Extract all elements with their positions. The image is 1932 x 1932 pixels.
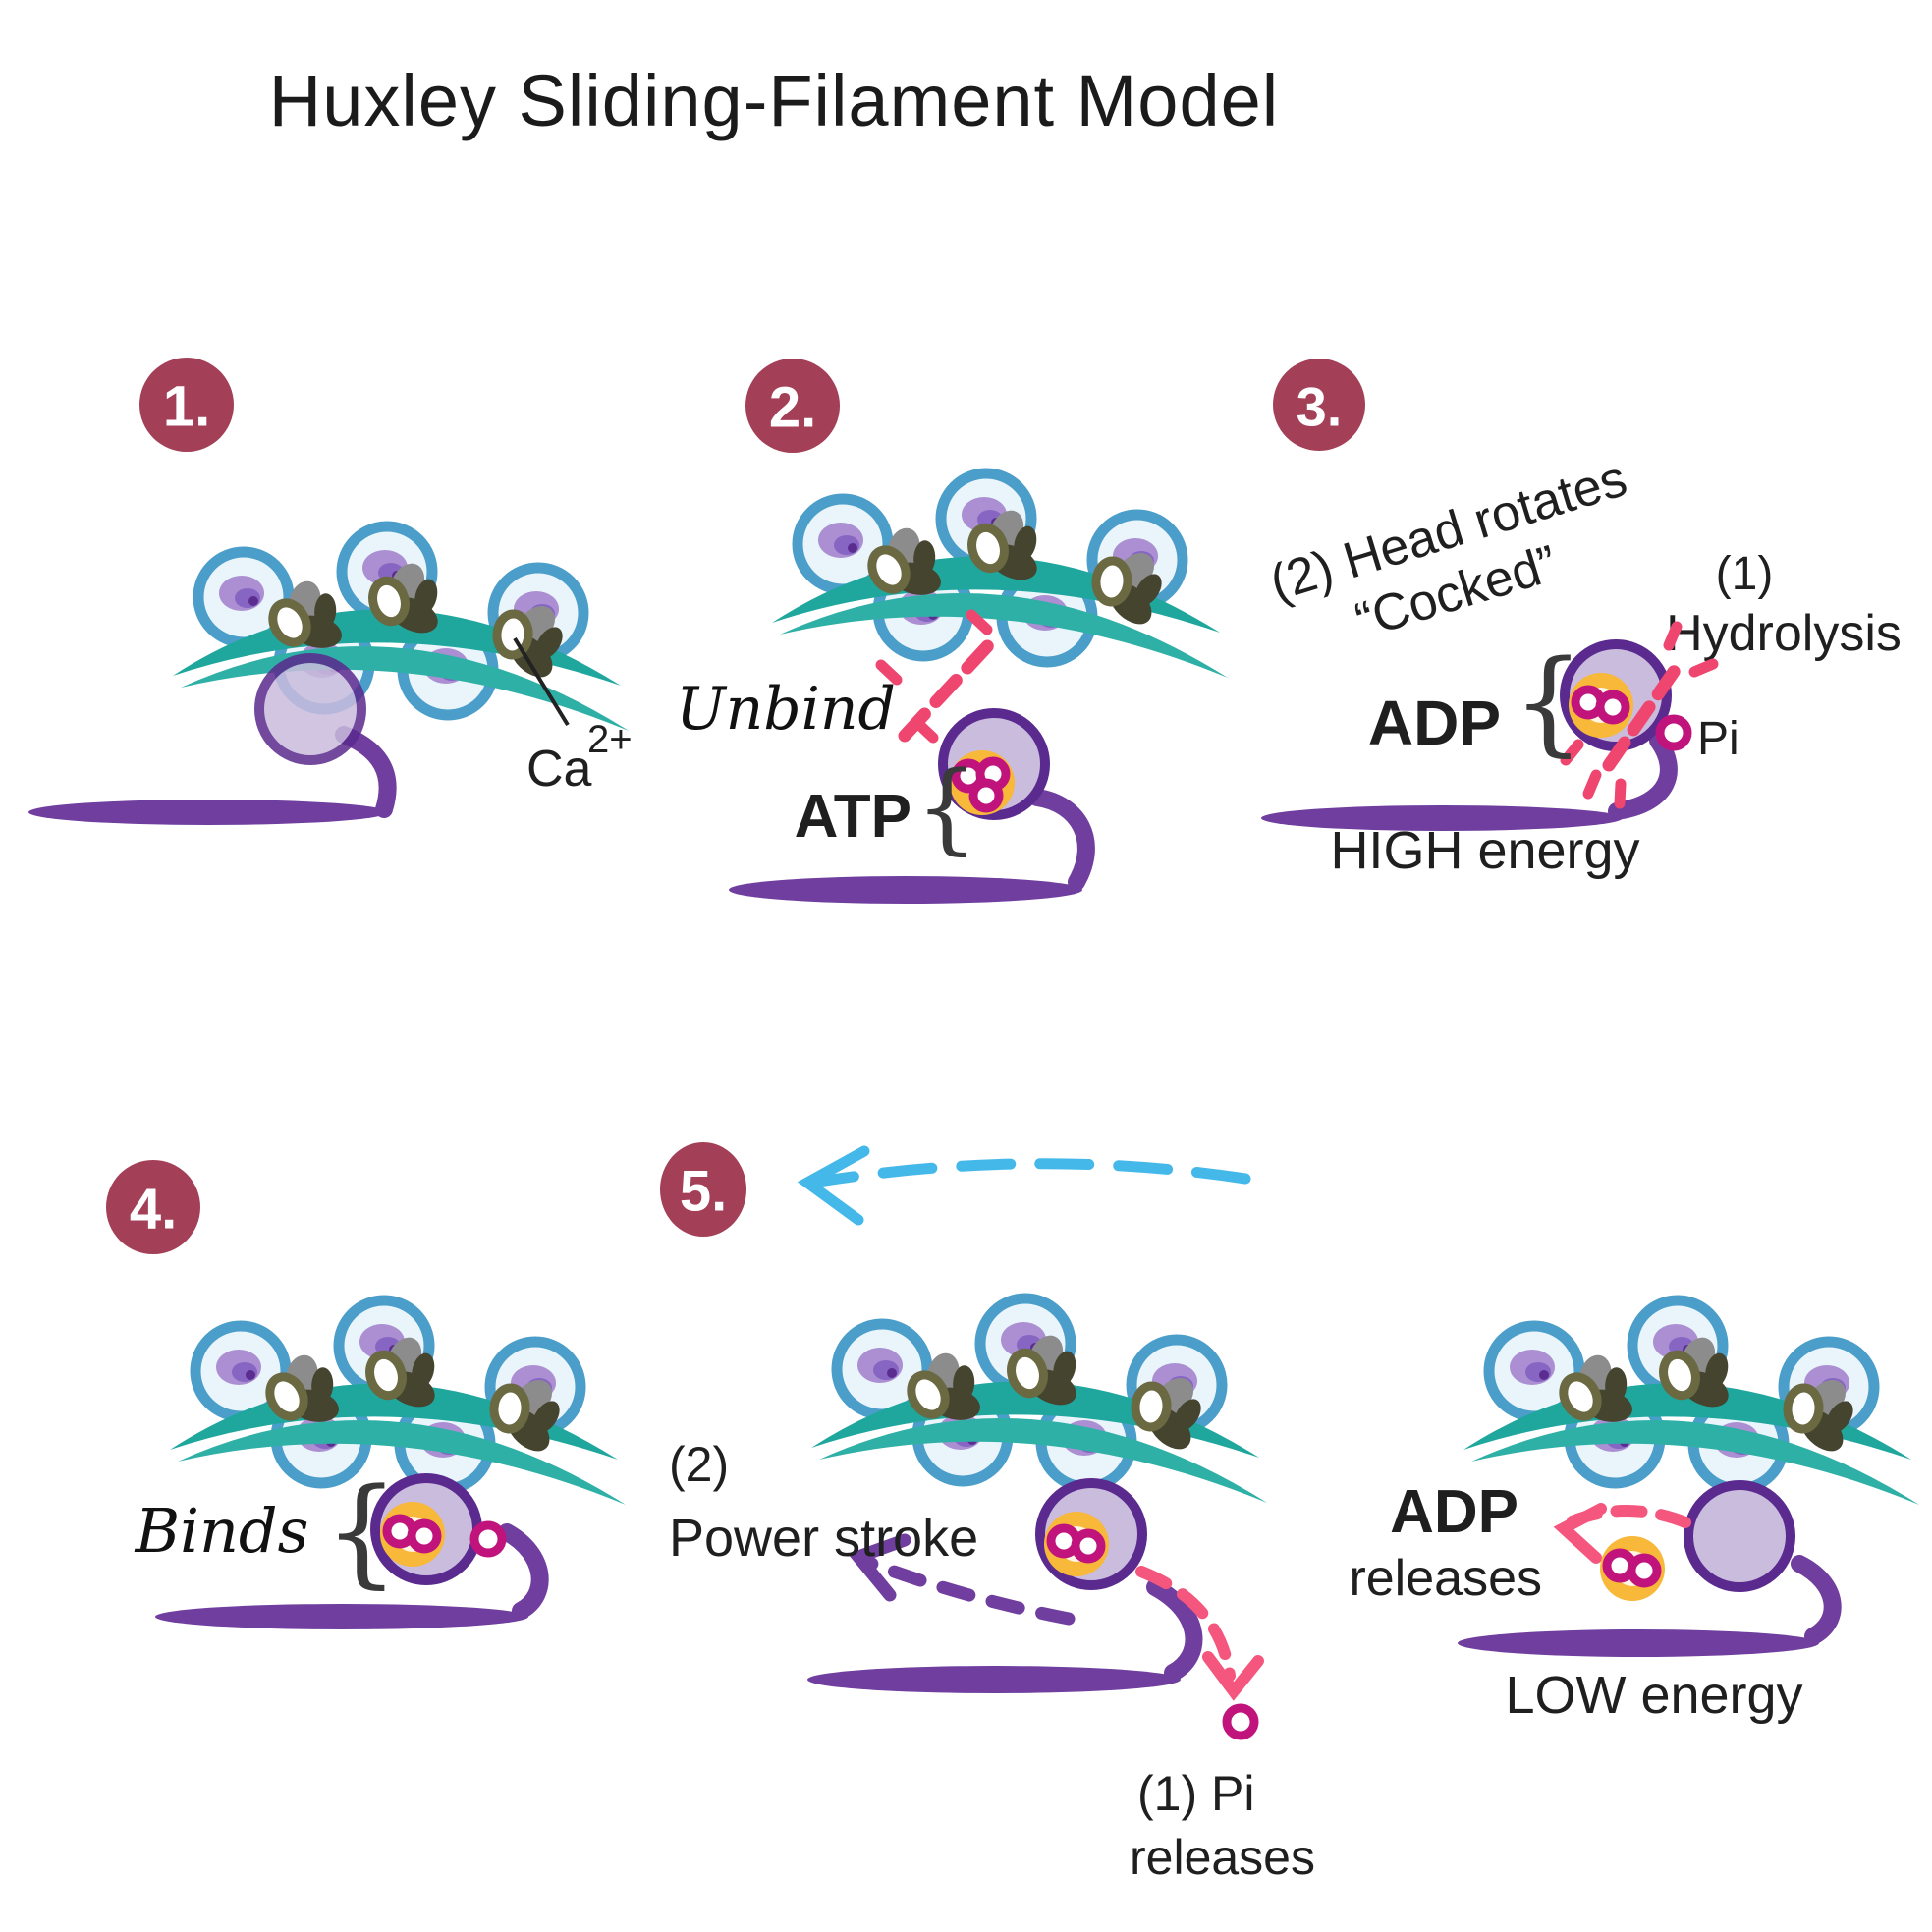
ca-label: Ca	[526, 741, 592, 798]
myosin-head-bound	[259, 658, 361, 760]
low-energy-label: LOW energy	[1505, 1666, 1802, 1725]
step2-panel: 2. Unbind ATP {	[676, 359, 1228, 904]
step3-panel: 3. (2) Head rotates “Cocked” (1) Hydroly…	[1261, 359, 1902, 880]
step3-badge-number: 3.	[1297, 376, 1343, 438]
step4-panel: 4. Binds {	[106, 1160, 626, 1629]
hydrolysis-number: (1)	[1716, 548, 1774, 600]
pi-ring-icon	[1660, 719, 1687, 746]
hydrolysis-label: Hydrolysis	[1666, 605, 1902, 662]
pi-releases-line2: releases	[1130, 1830, 1315, 1885]
pi-ring-icon	[474, 1525, 502, 1553]
pi-label: Pi	[1697, 713, 1739, 765]
head-rotates-label-group: (2) Head rotates “Cocked”	[1264, 450, 1633, 650]
released-adp-icon	[1600, 1536, 1665, 1601]
step5-badge-number: 5.	[680, 1160, 727, 1224]
thick-filament	[807, 1666, 1181, 1693]
actin-filament	[1463, 1300, 1919, 1505]
adp-releases-label: ADP	[1390, 1478, 1518, 1546]
thick-filament	[28, 800, 388, 825]
thick-filament	[1458, 1629, 1819, 1657]
power-stroke-number: (2)	[669, 1437, 729, 1492]
pi-release-arrow-icon	[1135, 1566, 1264, 1701]
page-title: Huxley Sliding-Filament Model	[269, 60, 1279, 141]
myosin-neck	[1791, 1555, 1842, 1645]
step2-badge-number: 2.	[769, 376, 816, 440]
thick-filament	[1261, 805, 1623, 831]
myosin-head-bound	[1040, 1483, 1142, 1585]
step4-badge-number: 4.	[130, 1178, 177, 1242]
step5-badge: 5.	[660, 1142, 746, 1237]
pi-releases-line1: (1) Pi	[1137, 1766, 1254, 1821]
high-energy-label: HIGH energy	[1330, 821, 1639, 880]
step4-badge: 4.	[106, 1160, 200, 1254]
adp-molecule-icon	[1044, 1512, 1109, 1576]
actin-filament	[173, 526, 629, 731]
step6-panel: ADP releases LOW energy	[1349, 1300, 1919, 1725]
unbind-break-icon	[875, 609, 998, 744]
released-pi-icon	[1227, 1708, 1254, 1736]
myosin-neck	[498, 1523, 549, 1620]
binds-brace: {	[324, 1464, 399, 1601]
myosin-head-low-energy	[1688, 1485, 1791, 1587]
power-stroke-label: Power stroke	[669, 1509, 978, 1568]
power-stroke-arrow-icon	[848, 1533, 1076, 1626]
myosin-neck	[1028, 789, 1095, 891]
atp-label: ATP	[795, 783, 911, 851]
step1-badge: 1.	[139, 358, 234, 452]
step1-panel: 1. Ca 2+	[28, 358, 633, 825]
myosin-neck	[1608, 732, 1678, 820]
step3-badge: 3.	[1273, 359, 1365, 451]
thick-filament	[729, 876, 1082, 904]
step1-badge-number: 1.	[163, 375, 210, 439]
hydrolysis-burst-icon	[1560, 621, 1719, 809]
actin-filament	[772, 473, 1228, 678]
slide-direction-arrow-icon	[797, 1145, 1251, 1226]
binds-label: Binds	[135, 1495, 309, 1567]
unbind-label: Unbind	[676, 675, 896, 744]
thick-filament	[155, 1604, 528, 1629]
adp-release-arrow-icon	[1553, 1503, 1691, 1564]
step2-badge: 2.	[745, 359, 840, 453]
ca-superscript: 2+	[587, 718, 633, 761]
atp-brace: {	[915, 750, 978, 865]
step5-panel: 5. (2) Power stroke (1) Pi releases	[660, 1142, 1315, 1885]
ca-pointer-line	[513, 636, 570, 727]
adp-brace: {	[1513, 636, 1584, 768]
myosin-neck	[1146, 1578, 1203, 1682]
adp-label: ADP	[1368, 688, 1501, 758]
actin-filament	[811, 1298, 1267, 1503]
adp-releases-sub: releases	[1349, 1550, 1542, 1607]
